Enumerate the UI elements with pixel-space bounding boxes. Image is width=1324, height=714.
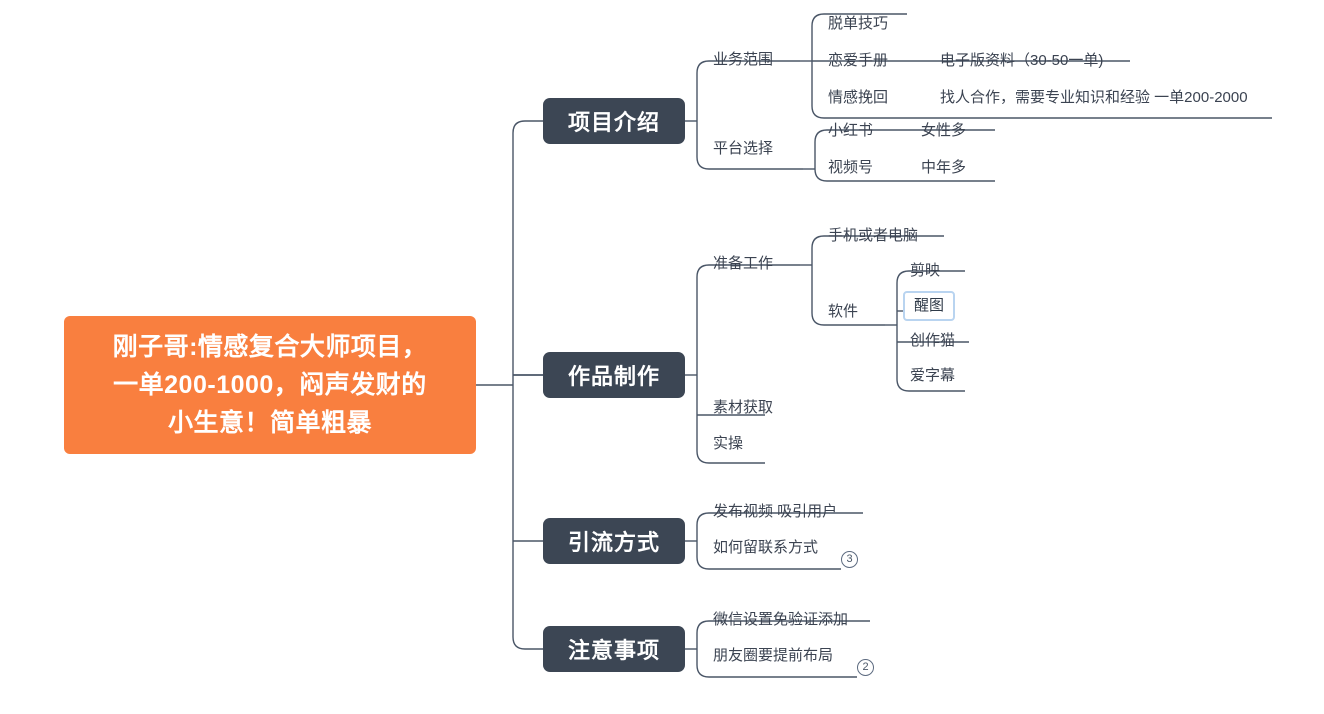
node-label: 业务范围 [713, 51, 774, 68]
node-label: 视频号 [828, 159, 874, 176]
node-emotional-recovery[interactable]: 情感挽回 [828, 88, 888, 108]
branch-label: 注意事项 [567, 638, 660, 663]
node-emotional-recovery-detail[interactable]: 找人合作，需要专业知识和经验 一单200-2000 [940, 88, 1248, 108]
node-xingtu-selected[interactable]: 醒图 [903, 291, 956, 321]
branch-node-content-creation[interactable]: 作品制作 [543, 352, 685, 398]
node-label: 微信设置免验证添加 [713, 611, 849, 628]
node-publish-video-attract-users[interactable]: 发布视频 吸引用户 [713, 502, 837, 522]
node-label: 创作猫 [910, 332, 956, 349]
node-love-handbook-detail[interactable]: 电子版资料（30-50一单) [940, 51, 1103, 71]
node-label: 如何留联系方式 [713, 539, 819, 556]
node-label: 剪映 [910, 262, 941, 279]
node-label: 素材获取 [713, 399, 774, 416]
node-phone-or-computer[interactable]: 手机或者电脑 [828, 226, 918, 246]
node-jianying[interactable]: 剪映 [910, 261, 940, 281]
node-label: 软件 [828, 303, 859, 320]
node-platform-choice[interactable]: 平台选择 [713, 139, 773, 159]
branch-label: 项目介绍 [567, 110, 660, 135]
node-label: 中年多 [921, 159, 967, 176]
node-xiaohongshu-detail[interactable]: 女性多 [921, 121, 966, 141]
node-how-to-leave-contact[interactable]: 如何留联系方式 [713, 538, 818, 558]
node-label: 朋友圈要提前布局 [713, 647, 834, 664]
node-practice[interactable]: 实操 [713, 434, 743, 454]
node-label: 醒图 [914, 297, 945, 314]
node-wechat-no-verification[interactable]: 微信设置免验证添加 [713, 610, 848, 630]
node-label: 爱字幕 [910, 367, 956, 384]
node-label: 脱单技巧 [828, 15, 889, 32]
node-love-handbook[interactable]: 恋爱手册 [828, 51, 888, 71]
node-label: 恋爱手册 [828, 52, 889, 69]
branch-label: 作品制作 [567, 364, 660, 389]
node-label: 发布视频 吸引用户 [713, 503, 838, 520]
node-xiaohongshu[interactable]: 小红书 [828, 121, 873, 141]
branch-node-project-intro[interactable]: 项目介绍 [543, 98, 685, 144]
collapsed-count-badge-precautions[interactable]: 2 [857, 659, 874, 676]
node-label: 电子版资料（30-50一单) [940, 52, 1104, 69]
node-label: 实操 [713, 435, 744, 452]
node-material-acquisition[interactable]: 素材获取 [713, 398, 773, 418]
node-label: 女性多 [921, 122, 967, 139]
branch-node-precautions[interactable]: 注意事项 [543, 626, 685, 672]
node-software[interactable]: 软件 [828, 302, 858, 322]
branch-node-traffic-method[interactable]: 引流方式 [543, 518, 685, 564]
node-business-scope[interactable]: 业务范围 [713, 50, 773, 70]
node-label: 平台选择 [713, 140, 774, 157]
node-single-tips[interactable]: 脱单技巧 [828, 14, 888, 34]
root-node[interactable]: 刚子哥:情感复合大师项目， 一单200-1000，闷声发财的 小生意！简单粗暴 [64, 316, 476, 454]
node-aizimu[interactable]: 爱字幕 [910, 366, 955, 386]
node-label: 手机或者电脑 [828, 227, 919, 244]
badge-count: 3 [846, 553, 853, 565]
node-label: 准备工作 [713, 255, 774, 272]
node-label: 找人合作，需要专业知识和经验 一单200-2000 [940, 89, 1248, 106]
node-label: 小红书 [828, 122, 874, 139]
node-label: 情感挽回 [828, 89, 889, 106]
node-video-account-detail[interactable]: 中年多 [921, 158, 966, 178]
node-moments-pre-layout[interactable]: 朋友圈要提前布局 [713, 646, 833, 666]
node-preparation[interactable]: 准备工作 [713, 254, 773, 274]
badge-count: 2 [862, 661, 869, 673]
node-chuangzuomao[interactable]: 创作猫 [910, 331, 955, 351]
node-video-account[interactable]: 视频号 [828, 158, 873, 178]
collapsed-count-badge-traffic[interactable]: 3 [841, 551, 858, 568]
root-node-label: 刚子哥:情感复合大师项目， 一单200-1000，闷声发财的 小生意！简单粗暴 [112, 333, 428, 437]
branch-label: 引流方式 [567, 530, 660, 555]
